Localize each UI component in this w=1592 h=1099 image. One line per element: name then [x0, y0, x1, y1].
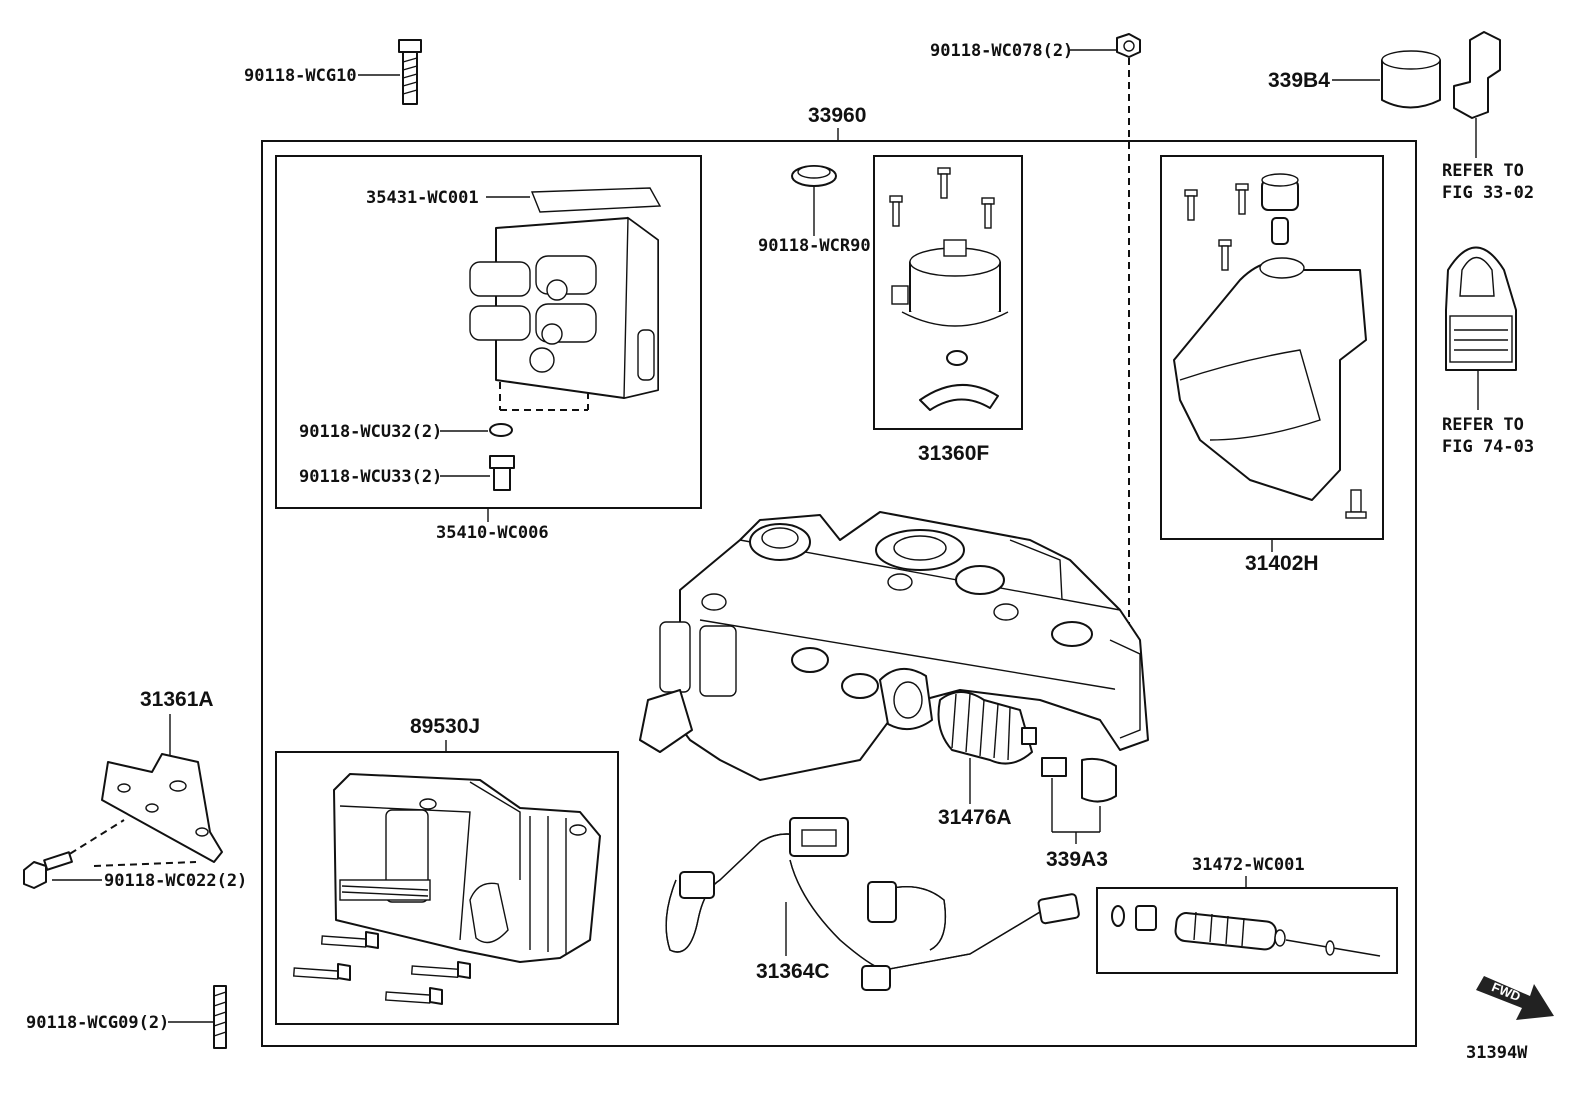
- assembly-number: 33960: [808, 104, 866, 127]
- reservoir-cap: [1261, 173, 1299, 245]
- reservoir-bolt: [1345, 489, 1367, 519]
- control-unit-bolts: [292, 931, 471, 1005]
- callout-cap: 339B4: [1268, 69, 1330, 92]
- motor-clip: [919, 384, 999, 411]
- bracket-bolt: [23, 851, 73, 889]
- sensor-parts: [1111, 905, 1381, 957]
- motor-screws: [889, 167, 995, 229]
- control-unit-module: [333, 773, 601, 963]
- cap-part: [1381, 50, 1441, 109]
- callout-bracket: 31361A: [140, 688, 214, 711]
- warning-tag: [1445, 246, 1517, 410]
- ref-fig-b-line1: REFER TO: [1442, 415, 1524, 435]
- bracket-part: [101, 753, 223, 863]
- bolt-top-left: [398, 39, 422, 105]
- callout-bolt-top-left: 90118-WCG10: [244, 66, 357, 86]
- gasket-plate: [530, 187, 662, 213]
- stud-bottom: [213, 985, 227, 1049]
- plug-kit: [1041, 757, 1117, 803]
- ref-fig-a-line2: FIG 33-02: [1442, 183, 1534, 203]
- control-unit-box: [275, 751, 619, 1025]
- callout-washer-valve: 90118-WCU32(2): [299, 422, 442, 442]
- washer-valve: [489, 423, 513, 437]
- callout-valve-body-kit: 35410-WC006: [436, 523, 549, 543]
- reservoir-tank: [1173, 257, 1367, 501]
- nut-top: [1116, 33, 1141, 58]
- callout-nut-top: 90118-WC078(2): [930, 41, 1073, 61]
- valve-body: [469, 216, 659, 399]
- callout-control-unit: 89530J: [410, 715, 480, 738]
- ref-fig-b-line2: FIG 74-03: [1442, 437, 1534, 457]
- sensor-kit-box: [1096, 887, 1398, 974]
- callout-gasket-plate: 35431-WC001: [366, 188, 479, 208]
- boot-part: [937, 691, 1037, 765]
- callout-boot: 31476A: [938, 806, 1012, 829]
- motor-kit-box: [873, 155, 1023, 430]
- motor-unit: [891, 239, 1009, 327]
- motor-seal: [946, 350, 968, 366]
- callout-bracket-bolt: 90118-WC022(2): [104, 871, 247, 891]
- fitting-valve: [489, 455, 515, 491]
- assembly-frame: [261, 140, 1417, 1047]
- callout-oring-top: 90118-WCR90: [758, 236, 871, 256]
- callout-stud-bottom: 90118-WCG09(2): [26, 1013, 169, 1033]
- reservoir-screws: [1184, 183, 1249, 271]
- callout-reservoir-kit: 31402H: [1245, 552, 1319, 575]
- oring-top: [791, 165, 837, 187]
- callout-harness: 31364C: [756, 960, 830, 983]
- hydraulic-unit-body: [639, 511, 1149, 781]
- callout-fitting-valve: 90118-WCU33(2): [299, 467, 442, 487]
- ref-fig-a-line1: REFER TO: [1442, 161, 1524, 181]
- figure-code: 31394W: [1466, 1043, 1528, 1063]
- fwd-arrow-icon: FWD: [1476, 976, 1554, 1020]
- clip-part: [1453, 31, 1501, 158]
- callout-plug-kit: 339A3: [1046, 848, 1108, 871]
- callout-motor-kit: 31360F: [918, 442, 989, 465]
- wire-harness: [665, 817, 1080, 991]
- callout-sensor-kit: 31472-WC001: [1192, 855, 1305, 875]
